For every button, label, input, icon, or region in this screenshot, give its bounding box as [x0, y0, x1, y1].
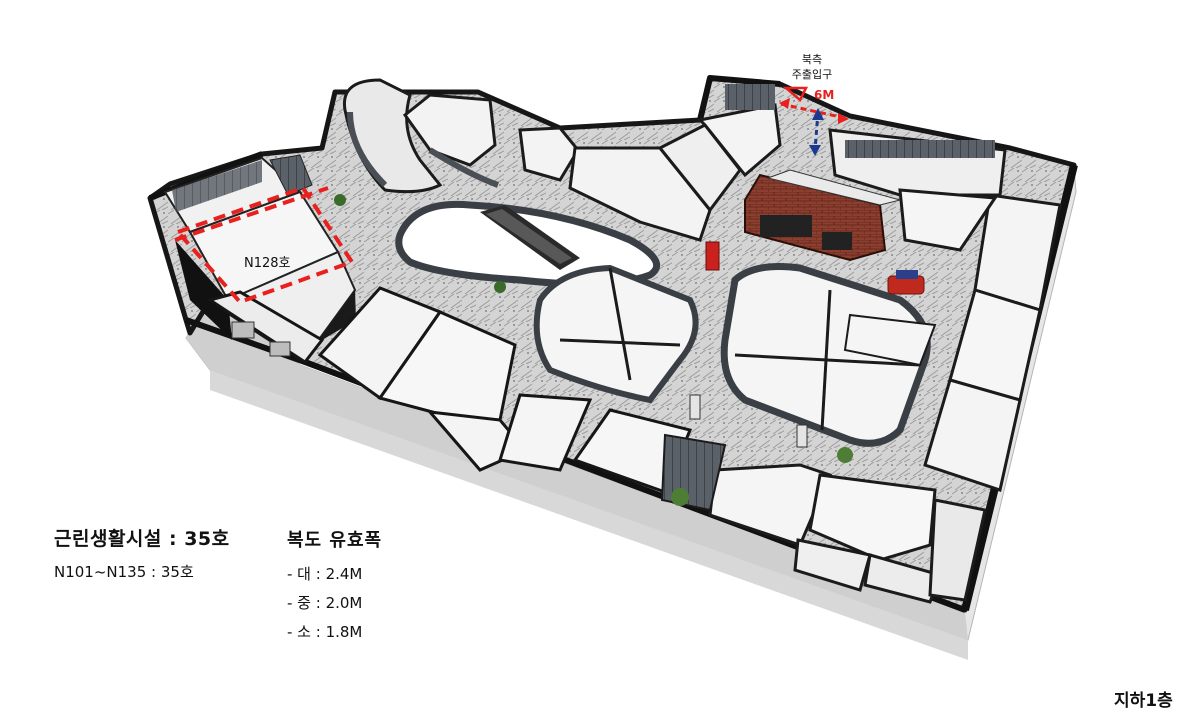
- decorations: [334, 194, 925, 506]
- facility-title: 근린생활시설 : 35호: [54, 528, 230, 550]
- corridor-width-title: 복도 유효폭: [287, 530, 383, 551]
- arrow-right-icon: [838, 113, 849, 124]
- atrium-opening: [395, 200, 661, 288]
- entrance-label-main: 주출입구: [792, 68, 832, 81]
- top-curved-structure: [342, 78, 580, 194]
- unit-n128-label: N128호: [244, 256, 291, 271]
- bottom-right-rooms: [660, 433, 987, 604]
- arrow-left-icon: [779, 98, 790, 109]
- right-room-block: [828, 128, 1062, 492]
- entrance-width-label: 6M: [814, 88, 834, 102]
- corridor-width-small: - 소 : 1.8M: [287, 623, 363, 641]
- floor-label: 지하1층: [1114, 691, 1173, 711]
- center-room-clusters: [533, 84, 931, 447]
- lower-left-rooms: [206, 286, 693, 494]
- corridor-width-large: - 대 : 2.4M: [287, 565, 363, 583]
- entrance-label-direction: 북측: [802, 53, 822, 66]
- facility-range: N101~N135 : 35호: [54, 563, 194, 581]
- entrance-marker: [779, 86, 849, 156]
- arrow-up-icon: [812, 108, 824, 120]
- corridor-width-medium: - 중 : 2.0M: [287, 594, 363, 612]
- arrow-down-icon: [809, 145, 821, 156]
- brick-block: [744, 169, 902, 262]
- unit-n128-highlight: [174, 186, 354, 304]
